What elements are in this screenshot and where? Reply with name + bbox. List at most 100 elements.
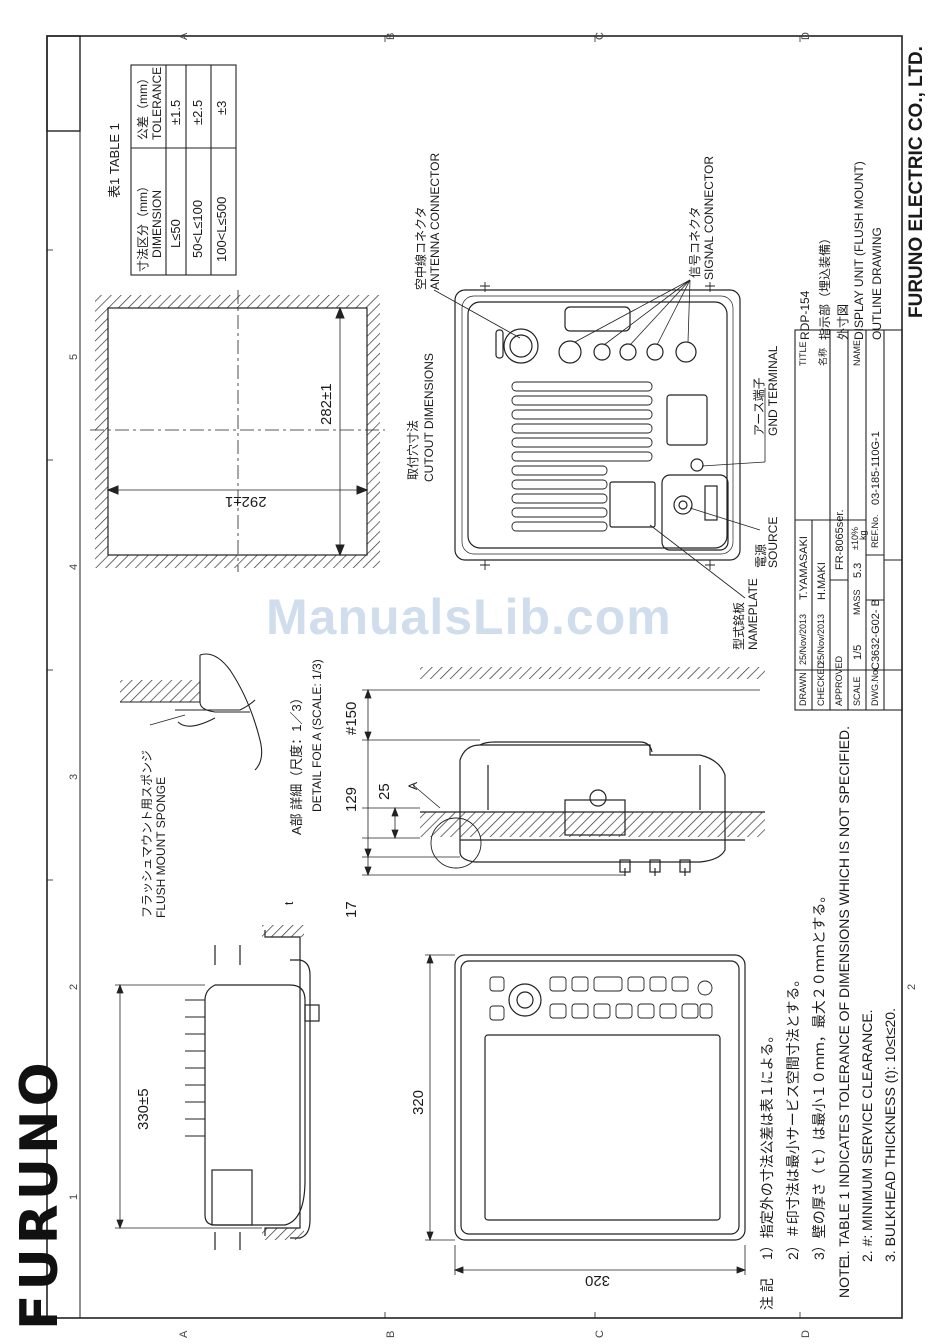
tb-dwg-no: C3632-G02- B (870, 599, 882, 670)
signal-connector-3 (619, 343, 637, 361)
signal-connector-2 (593, 343, 611, 361)
thickness-mark-t: t (282, 901, 296, 905)
table1-row-2-dim: 50<L≤100 (190, 199, 205, 258)
antenna-connector-label-en: ANTENNA CONNECTOR (428, 152, 442, 290)
dim-17: 17 (343, 901, 360, 918)
tb-name-jp: 指示部（埋込装備） (818, 231, 832, 340)
tb-drawn-name: T.YAMASAKI (798, 536, 810, 600)
detail-a-title-jp: A部 詳細（尺度：1／3） (289, 691, 304, 835)
tb-scale-label: SCALE (852, 676, 862, 706)
manualslib-watermark: ManualsLib.com (266, 589, 672, 645)
dim-129: 129 (343, 786, 360, 812)
table1-dim-en: DIMENSION (150, 189, 164, 258)
note-en-3: 3. BULKHEAD THICKNESS (t): 10≤t≤20. (882, 1008, 898, 1262)
notes-jp-heading: 注 記 (759, 1278, 775, 1310)
rear-cooling-fins (511, 381, 653, 532)
tb-name-en2: OUTLINE DRAWING (870, 227, 884, 340)
table1-row-3-dim: 100<L≤500 (214, 196, 229, 262)
tb-title-label: TITLE (798, 341, 808, 366)
side-dim-lines (362, 688, 760, 877)
zone-left-5: 5 (68, 353, 80, 360)
dim-25: 25 (376, 783, 393, 800)
table1-grid (130, 64, 237, 276)
note-jp-2: 2）＃印寸法は最小サービス空間寸法とする。 (785, 972, 801, 1260)
nameplate-label-en: NAMEPLATE (746, 578, 760, 650)
front-keys (489, 976, 713, 1021)
note-jp-1: 1）指定外の寸法公差は表１による。 (759, 1028, 775, 1260)
flush-mount-sponge-jp: フラッシュマウント用スポンジ (140, 749, 154, 918)
zone-right-2: 2 (906, 983, 918, 990)
signal-connector-5 (675, 341, 697, 363)
tb-ref-no: 03-185-110G-1 (870, 431, 882, 505)
zone-top-c: C (594, 32, 606, 40)
table1-tol-en: TOLERANCE (150, 66, 164, 140)
signal-connector-4 (646, 343, 664, 361)
dim-150: #150 (343, 701, 360, 735)
tb-dwg-label: DWG.No. (870, 667, 880, 706)
dim-330: 330±5 (135, 1088, 152, 1130)
front-view (454, 954, 746, 1241)
title-block-grid (794, 329, 903, 711)
dim-320-vertical: 320 (410, 1089, 427, 1115)
front-dims (425, 953, 747, 1275)
zone-bottom-c: C (594, 1330, 606, 1338)
dim-320-horizontal: 320 (585, 1272, 611, 1289)
zone-bottom-a: A (178, 1330, 190, 1338)
table1-row-3-tol: ±3 (214, 100, 229, 115)
zone-left-3: 3 (68, 773, 80, 780)
detail-a (120, 653, 263, 771)
tb-drawn-date: 25/Nov/2013 (798, 613, 808, 665)
side-view (420, 667, 765, 876)
detail-callout-a: A (406, 781, 420, 790)
tb-approved-label: APPROVED (834, 655, 844, 706)
table1-dim-jp: 寸法区分（mm） (136, 180, 150, 272)
rear-leaders (433, 279, 766, 599)
signal-connector-label-en: SIGNAL CONNECTOR (702, 155, 716, 280)
table1-title: 表1 TABLE 1 (107, 123, 122, 198)
flush-mount-sponge-en: FLUSH MOUNT SPONGE (154, 776, 168, 918)
zone-bottom-b: B (385, 1330, 397, 1338)
zone-top-b: B (385, 32, 397, 40)
note-en-2: 2. #: MINIMUM SERVICE CLEARANCE. (859, 1009, 875, 1262)
signal-connector-label-jp: 信号コネクタ (688, 206, 702, 278)
detail-a-title-en: DETAIL FOE A (SCALE: 1/3) (310, 659, 324, 812)
tb-name-en: DISPLAY UNIT (FLUSH MOUNT) (852, 161, 866, 340)
tb-scale: 1/5 (852, 644, 864, 660)
tb-series: FR-8065ser. (834, 509, 846, 570)
signal-connector-1 (558, 340, 582, 364)
front-cursor-pad (508, 983, 542, 1017)
tb-title: RDP-154 (798, 290, 812, 340)
zone-ticks (47, 36, 801, 1318)
tb-outline-jp: 外寸図 (836, 303, 850, 340)
zone-bottom-d: D (800, 1330, 812, 1338)
zone-left-2: 2 (68, 983, 80, 990)
gnd-terminal-label-jp: アース端子 (752, 377, 766, 436)
rear-view (454, 282, 741, 570)
note-jp-3: 3）壁の厚さ（ｔ）は最小１０ｍｍ，最大２０ｍｍとする。 (811, 888, 827, 1260)
side-elevation (185, 925, 320, 1250)
tb-checked-label: CHECKED (816, 661, 826, 706)
cutout-width-dim: 292±1 (225, 493, 267, 510)
tb-checked-date: 25/Nov/2013 (816, 613, 826, 665)
cutout-label-jp: 取付穴寸法 (406, 419, 420, 480)
tb-checked-name: H.MAKI (816, 562, 828, 600)
tb-mass: 5.3 (852, 562, 864, 578)
gnd-terminal-label-en: GND TERMINAL (766, 345, 780, 436)
cutout-label-en: CUTOUT DIMENSIONS (422, 353, 436, 482)
source-label-en: SOURCE (766, 516, 780, 568)
zone-top-d: D (800, 32, 812, 40)
furuno-logo: FURUNO (10, 1058, 70, 1330)
tb-drawn-label: DRAWN (798, 672, 808, 706)
notes-en-heading: NOTE (836, 1259, 852, 1298)
note-en-1: 1. TABLE 1 INDICATES TOLERANCE OF DIMENS… (836, 726, 852, 1262)
tb-ref-label: REF.No. (870, 514, 880, 548)
tb-mass-unit: kg (858, 530, 868, 540)
cutout-frame (90, 290, 385, 572)
antenna-connector-label-jp: 空中線コネクタ (414, 206, 428, 290)
nameplate-label-jp: 型式銘板 (732, 601, 746, 650)
tb-name-label: NAME (852, 339, 862, 366)
table1-row-1-dim: L≤50 (168, 219, 183, 248)
zone-left-4: 4 (68, 563, 80, 570)
